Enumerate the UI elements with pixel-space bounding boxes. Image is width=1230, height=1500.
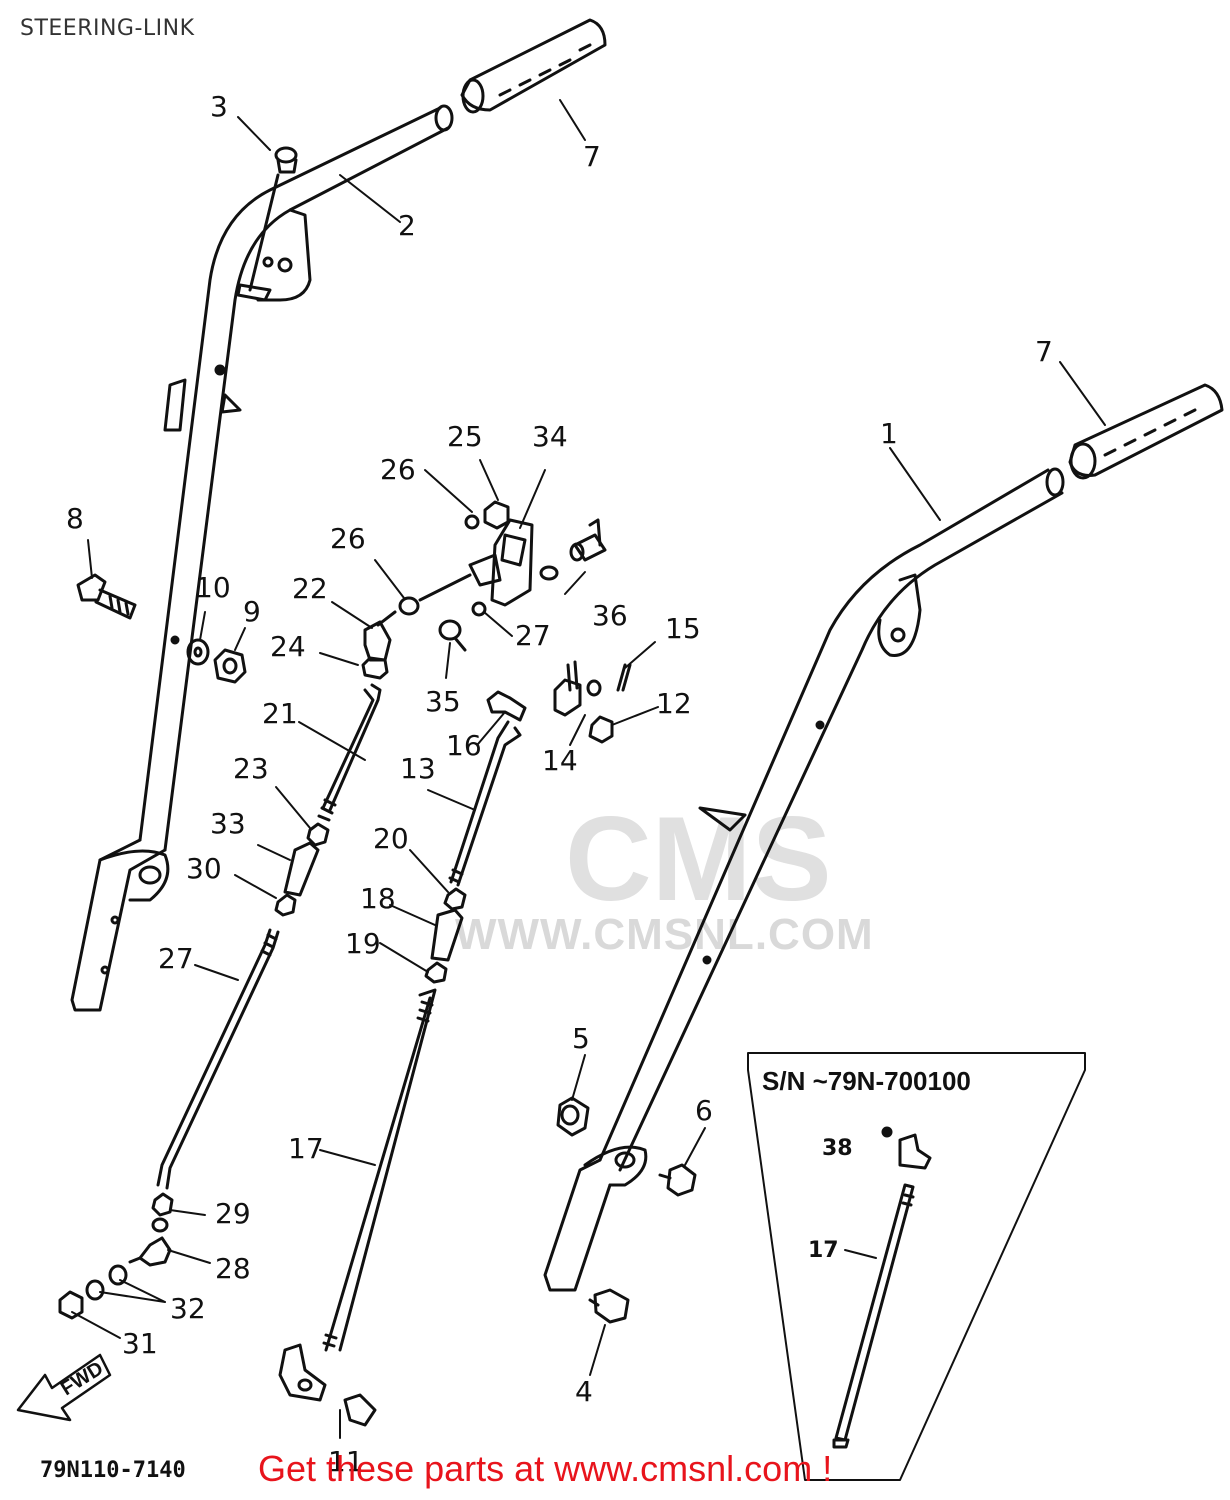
adjuster-18 <box>430 908 464 962</box>
rod-13 <box>448 720 522 887</box>
callout-28: 28 <box>215 1252 251 1285</box>
nut-30 <box>274 893 297 917</box>
callout-9: 9 <box>243 595 261 628</box>
nut-19 <box>424 961 448 984</box>
bolt-4 <box>588 1288 630 1324</box>
callout-24: 24 <box>270 630 306 663</box>
callout-10: 10 <box>195 571 231 604</box>
washer-27-small <box>471 601 487 617</box>
watermark-logo: CMS <box>565 792 832 926</box>
callout-7a: 7 <box>583 140 601 173</box>
promo-link[interactable]: Get these parts at www.cmsnl.com ! <box>258 1448 833 1489</box>
bolt-3 <box>236 146 298 302</box>
page-title: STEERING-LINK <box>20 16 195 41</box>
pin-36 <box>539 518 607 581</box>
callout-27a: 27 <box>158 942 194 975</box>
callout-29: 29 <box>215 1197 251 1230</box>
callout-8: 8 <box>66 502 84 535</box>
bolt-8 <box>76 573 137 620</box>
joint-22 <box>363 610 397 662</box>
callout-31: 31 <box>122 1327 158 1360</box>
callout-26b: 26 <box>330 522 366 555</box>
callout-23: 23 <box>233 752 269 785</box>
washer-10 <box>186 638 210 666</box>
callout-11: 11 <box>328 1445 364 1478</box>
bolt-35 <box>438 619 467 652</box>
nut-24 <box>361 656 389 680</box>
handle-upper-left <box>70 104 454 1012</box>
watermark-text: WWW.CMSNL.COM <box>455 910 874 959</box>
grip-lower <box>1068 383 1224 480</box>
rod-21 <box>317 683 382 822</box>
nut-12 <box>588 715 614 744</box>
callout-14: 14 <box>542 744 578 777</box>
nut-9 <box>213 648 247 684</box>
nut-20 <box>443 887 467 911</box>
clamp-14 <box>553 660 602 717</box>
nut-29 <box>151 1192 174 1233</box>
callout-33: 33 <box>210 807 246 840</box>
rod-27 <box>156 928 280 1190</box>
nut-23 <box>306 822 330 847</box>
callout-19: 19 <box>345 927 381 960</box>
callout-15: 15 <box>665 612 701 645</box>
washers-32 <box>85 1264 128 1301</box>
callout-38: 38 <box>822 1136 853 1161</box>
serial-inset <box>747 1052 1086 1481</box>
callout-1: 1 <box>880 417 898 450</box>
callout-2: 2 <box>398 209 416 242</box>
fwd-arrow: FWD <box>16 1353 112 1422</box>
bracket-34 <box>468 518 534 607</box>
grip-upper <box>460 18 607 114</box>
pin-15 <box>616 663 632 692</box>
clamp-11 <box>278 1343 377 1427</box>
elbow-28 <box>128 1236 172 1267</box>
serial-note: S/N ~79N-700100 <box>762 1066 971 1096</box>
callout-12: 12 <box>656 687 692 720</box>
callout-30: 30 <box>186 852 222 885</box>
callout-3: 3 <box>210 90 228 123</box>
bolt-16 <box>486 690 527 722</box>
washer-26-lower <box>398 573 472 616</box>
callout-32: 32 <box>170 1292 206 1325</box>
callout-25: 25 <box>447 420 483 453</box>
bushing-5 <box>556 1096 590 1137</box>
rod-17 <box>322 988 437 1352</box>
bolt-6 <box>658 1163 697 1197</box>
leader-lines <box>71 99 1106 1439</box>
callout-18: 18 <box>360 882 396 915</box>
callout-34: 34 <box>532 420 568 453</box>
callout-5: 5 <box>572 1022 590 1055</box>
washer-26-upper <box>464 514 480 530</box>
callout-21: 21 <box>262 697 298 730</box>
callout-36: 36 <box>592 599 628 632</box>
callout-6: 6 <box>695 1094 713 1127</box>
callout-17b: 17 <box>808 1238 839 1263</box>
callout-17: 17 <box>288 1132 324 1165</box>
nut-31 <box>58 1290 84 1320</box>
callout-20: 20 <box>373 822 409 855</box>
callout-22: 22 <box>292 572 328 605</box>
callout-26a: 26 <box>380 453 416 486</box>
adjuster-33 <box>283 841 320 897</box>
callout-4: 4 <box>575 1375 593 1408</box>
handle-lower-right <box>543 467 1065 1292</box>
callout-35: 35 <box>425 685 461 718</box>
callout-27b: 27 <box>515 619 551 652</box>
callout-7b: 7 <box>1035 335 1053 368</box>
drawing-code: 79N110-7140 <box>40 1458 186 1483</box>
callout-16: 16 <box>446 729 482 762</box>
callout-13: 13 <box>400 752 436 785</box>
nut-25 <box>483 500 510 530</box>
